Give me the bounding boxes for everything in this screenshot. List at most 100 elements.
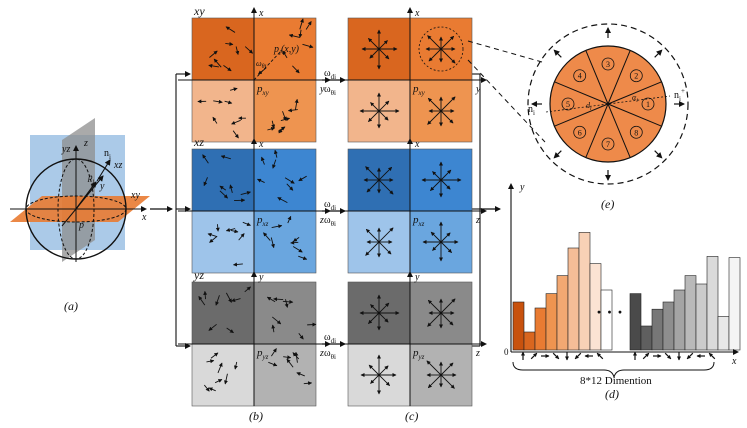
bin-arrow [440, 298, 456, 314]
bin-direction-arrow [654, 49, 663, 58]
bin-arrow [378, 302, 390, 314]
vector-arrow [294, 351, 299, 363]
grid-cell [191, 343, 255, 407]
bin-outer-dashed [527, 23, 689, 185]
histogram-bar [706, 256, 719, 351]
vector-arrow [271, 324, 276, 333]
vector-arrow [213, 99, 223, 104]
vector-arrow [280, 117, 291, 122]
bin-arrow [368, 38, 380, 50]
grid-center-label: pyz [256, 347, 269, 361]
bin-number-ring [601, 57, 615, 71]
grid-cell [253, 343, 317, 407]
bin-arrow [440, 241, 452, 253]
vector-arrow [225, 227, 236, 232]
sphere-axis-x: x [141, 212, 147, 223]
panel-label-b: (b) [249, 409, 263, 423]
omega-top-label: ωdi [324, 332, 336, 345]
bin-arrow [378, 179, 394, 195]
bin-arrow [432, 241, 442, 251]
vector-arrow [286, 183, 294, 191]
omega-bottom-label: ωθi [324, 84, 336, 97]
vector-arrow [271, 348, 277, 357]
vector-arrow [219, 190, 228, 199]
vector-arrow [212, 116, 218, 124]
vector-arrow [282, 299, 294, 304]
vector-arrow [235, 46, 240, 56]
bin-number-ring [641, 97, 655, 111]
vector-arrow [225, 42, 234, 46]
grid-plane-label: xz [193, 135, 204, 149]
vector-arrow [232, 130, 239, 139]
bin-arrow [365, 228, 380, 243]
direction-arrow [664, 352, 672, 360]
vector-arrow [273, 149, 278, 158]
direction-arrow [686, 352, 694, 360]
histogram-bar [567, 247, 580, 351]
vector-arrow [270, 237, 275, 249]
bin-arrow [427, 312, 442, 327]
vector-arrow [298, 175, 307, 182]
bin-arrow [427, 374, 442, 389]
bin-arrow [378, 374, 390, 386]
bin-arrow [366, 179, 380, 193]
vector-arrow [286, 358, 294, 368]
vector-arrow [223, 64, 232, 72]
vector-arrow [202, 154, 209, 164]
vector-arrow [271, 120, 276, 129]
bin-arrow [378, 100, 390, 112]
bin-arrow [430, 179, 442, 191]
grid-center-label: pyz [412, 347, 425, 361]
bin-arrow [440, 96, 456, 112]
bin-divider [607, 81, 662, 105]
vector-arrow [198, 295, 206, 306]
vector-arrow [210, 352, 219, 359]
bin-arrow [378, 227, 394, 243]
bin-arrow [369, 48, 380, 59]
vector-arrow [283, 355, 292, 360]
bin-direction-arrow [553, 150, 562, 159]
bin-number: 7 [606, 140, 610, 149]
direction-arrow [530, 352, 538, 360]
yz-plane [62, 118, 95, 262]
grid-h-axis-label: z [319, 348, 324, 359]
histogram-bar [640, 325, 653, 351]
grid-cell [191, 148, 255, 212]
vector-arrow [260, 156, 265, 165]
vector-arrow [302, 43, 314, 49]
bin-number: 8 [634, 128, 638, 137]
bin-arrow [370, 304, 380, 314]
vector-arrow [209, 50, 218, 58]
vector-arrow [203, 384, 210, 392]
bin-arrow [440, 312, 454, 326]
bin-divider [554, 81, 609, 105]
vector-arrow [208, 387, 216, 392]
bin-arrow [440, 110, 454, 124]
bin-number: 6 [578, 128, 582, 137]
vector-arrow [231, 119, 241, 125]
vector-arrow [271, 224, 283, 229]
omega-top-label: ωdi [324, 68, 336, 81]
vector-arrow [233, 361, 238, 370]
histogram-bar [717, 316, 730, 351]
bin-arrow [440, 374, 455, 389]
vector-arrow [224, 100, 233, 105]
bin-arrow [378, 110, 389, 121]
vector-arrow [240, 191, 251, 196]
direction-arrow [596, 352, 604, 360]
bin-arrow [440, 169, 452, 181]
vector-arrow [224, 373, 228, 385]
grid-v-axis-label: x [414, 139, 420, 150]
vector-arrow [292, 65, 300, 74]
bin-number-ring [573, 69, 587, 83]
hist-x-label: x [731, 356, 737, 367]
bin-number: 3 [606, 60, 610, 69]
vector-arrow [207, 232, 218, 238]
bin-arrow [378, 312, 389, 323]
vector-arrow [244, 46, 253, 54]
bin-arrow [426, 360, 442, 376]
bin-arrow [370, 374, 380, 384]
